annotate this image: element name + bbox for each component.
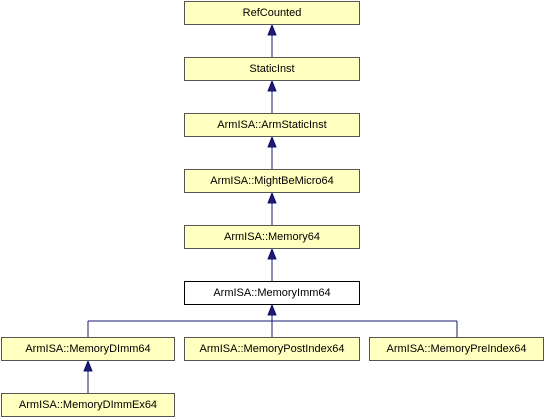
- class-node-armstaticinst[interactable]: ArmISA::ArmStaticInst: [184, 113, 360, 137]
- arrowhead-memorydimm64: [83, 359, 93, 372]
- class-node-memorypreindex64[interactable]: ArmISA::MemoryPreIndex64: [369, 337, 544, 361]
- class-node-memory64[interactable]: ArmISA::Memory64: [184, 225, 360, 249]
- class-node-staticinst[interactable]: StaticInst: [184, 57, 360, 81]
- class-node-memorypostindex64[interactable]: ArmISA::MemoryPostIndex64: [184, 337, 360, 361]
- arrowhead-armstaticinst: [267, 135, 277, 148]
- class-node-memoryimm64-current: ArmISA::MemoryImm64: [184, 281, 360, 305]
- arrowhead-staticinst: [267, 79, 277, 92]
- arrowhead-memory64: [267, 247, 277, 260]
- arrowhead-mightbemicro64: [267, 191, 277, 204]
- class-node-memorydimmex64[interactable]: ArmISA::MemoryDImmEx64: [1, 393, 175, 417]
- arrowhead-memoryimm64: [267, 303, 277, 316]
- arrowhead-refcounted: [267, 23, 277, 36]
- class-node-memorydimm64[interactable]: ArmISA::MemoryDImm64: [1, 337, 175, 361]
- class-node-refcounted[interactable]: RefCounted: [184, 1, 360, 25]
- class-node-mightbemicro64[interactable]: ArmISA::MightBeMicro64: [184, 169, 360, 193]
